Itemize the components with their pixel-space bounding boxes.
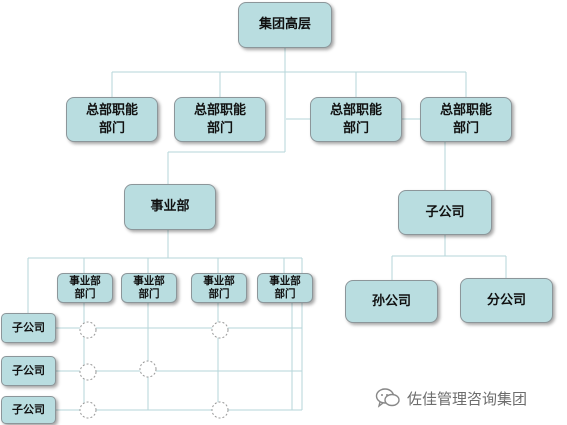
grandchild-company-node: 孙公司 [345,280,438,323]
wechat-icon [375,388,400,408]
business-unit-node: 事业部 [124,184,216,230]
matrix-node [211,401,229,419]
watermark: 佐佳管理咨询集团 [375,386,527,410]
matrix-node [139,360,157,378]
bu-subsidiary-node: 子公司 [1,313,56,343]
bu-department-node: 事业部 部门 [121,273,177,303]
bu-subsidiary-node: 子公司 [1,356,56,386]
matrix-node [211,321,229,339]
group-executive-node: 集团高层 [238,2,332,48]
bu-department-node: 事业部 部门 [191,273,247,303]
hq-department-node: 总部职能 部门 [174,97,266,142]
bu-department-node: 事业部 部门 [57,273,113,303]
subsidiary-node: 子公司 [398,190,492,235]
watermark-text: 佐佳管理咨询集团 [407,389,528,408]
hq-department-node: 总部职能 部门 [66,97,158,142]
matrix-node [79,401,97,419]
hq-department-node: 总部职能 部门 [310,97,402,142]
matrix-node [79,321,97,339]
matrix-node [79,363,97,381]
hq-department-node: 总部职能 部门 [420,97,512,142]
bu-department-node: 事业部 部门 [257,273,313,303]
branch-company-node: 分公司 [460,278,553,323]
bu-subsidiary-node: 子公司 [1,396,56,424]
